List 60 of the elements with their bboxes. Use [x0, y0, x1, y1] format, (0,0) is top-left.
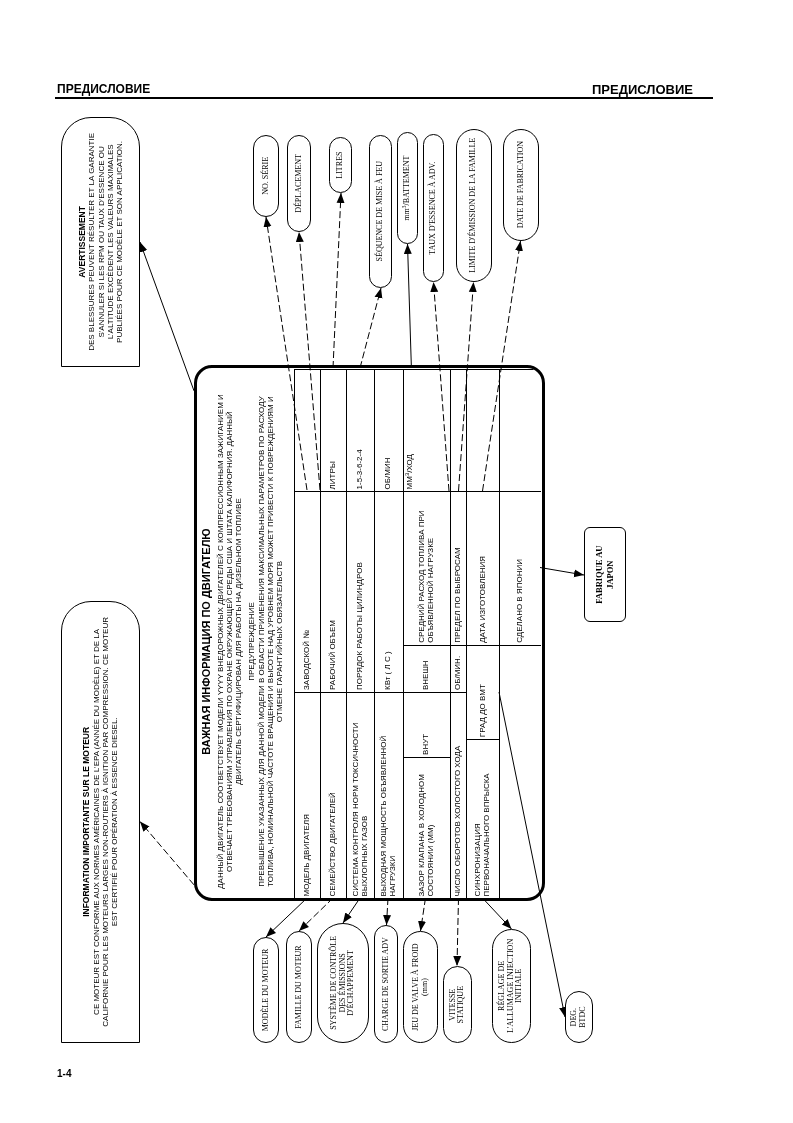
callout-bubble: DÉPLACEMENT: [287, 134, 312, 233]
table-cell: МОДЕЛЬ ДВИГАТЕЛЯ: [294, 692, 320, 897]
callout-bubble: CHARGE DE SORTIE ADV: [373, 925, 399, 1044]
table-cell: КВт ( Л С ): [374, 491, 403, 692]
callout-box: FABRIQUE AU JAPON: [583, 527, 627, 622]
table-cell: ЗАВОДСКОЙ №: [294, 491, 320, 692]
table-cell: СИСТЕМА КОНТРОЛЯ НОРМ ТОКСИЧНОСТИ ВЫХЛОПНЫХ ГАЗОВ: [345, 692, 375, 897]
table-cell: СЕМЕЙСТВО ДВИГАТЕЛЕЙ: [319, 692, 346, 897]
leader-arrow: [139, 821, 195, 886]
callout-bubble: SÉQUENCE DE MISE À FEU: [368, 134, 393, 288]
table-cell: ГРАД ДО ВМТ: [466, 644, 500, 740]
callout-bubble: NO. SÉRIE: [253, 134, 280, 218]
table-cell: РАБОЧИЙ ОБЪЕМ: [319, 491, 346, 692]
table-cell: ВНУТ: [402, 692, 450, 757]
callout-bubble: LITRES: [328, 136, 353, 194]
callout-heading: AVERTISSEMENT: [76, 206, 87, 278]
label-paragraph: ДАННЫЙ ДВИГАТЕЛЬ СООТВЕТСТВУЕТ МОДЕЛИ YYYY ВНЕДОРОЖНЫХ ДВИГАТЕЛЕЙ С КОМПРЕССИОННЫМ ЗАЖИГАНИЕМ И ОТВЕЧАЕТ ТРЕБОВАНИЯМ УПРАВЛЕНИЯ ПО ОХРАНЕ ОКРУЖАЮЩЕЙ СРЕДЫ США И ШТАТА КАЛИФОРНИЯ. ДАННЫЙ ДВИГАТЕЛЬ СЕРТИФИЦИРОВАН ДЛЯ РАБОТЫ НА ДИЗЕЛЬНОМ ТОПЛИВЕ: [216, 393, 244, 890]
warning-heading: ПРЕДУПРЕЖДЕНИЕ: [246, 602, 257, 681]
callout-bubble: DEG. BTDC: [564, 991, 594, 1044]
table-cell: 1-5-3-6-2-4: [345, 369, 375, 492]
callout-bubble: VITESSE STATIQUE: [443, 966, 472, 1044]
label-heading: ВАЖНАЯ ИНФОРМАЦИЯ ПО ДВИГАТЕЛЮ: [200, 528, 214, 755]
callout-text: DES BLESSURES PEUVENT RÉSULTER ET LA GARANTIE S'ANNULER SI LES RPM OU TAUX D'ESSENCE OU L'ALTITUDE EXCÈDENT LES VALEURS MAXIMALES PUBLIÉES POUR CE MODÈLE ET SON APPLICATION.: [87, 131, 125, 353]
page-header: ПРЕДИСЛОВИЕ: [57, 81, 151, 98]
callout-box: [60, 116, 140, 367]
callout-bubble: SYSTÈME DE CONTRÔLE DES ÉMISSIONS D'ÉCHAPPEMENT: [316, 922, 369, 1044]
callout-text: CE MOTEUR EST CONFORME AUX NORMES AMÉRICAINES DE L'EPA (ANNÉE DU MODÈLE) ET DE LA CALIFORNIE POUR LES MOTEURS LARGES NON-ROUTIERS À IGNITION PAR COMPRESSION. CE MOTEUR EST CERTIFIÉ POUR OPÉRATION À ESSENCE DIESEL.: [91, 616, 120, 1029]
warning-text: ПРЕВЫШЕНИЕ УКАЗАННЫХ ДЛЯ ДАННОЙ МОДЕЛИ В ОБЛАСТИ ПРИМЕНЕНИЯ МАКСИМАЛЬНЫХ ПАРАМЕТРОВ ПО РАСХОДУ ТОПЛИВА, НОМИНАЛЬНОЙ ЧАСТОТЕ ВРАЩЕНИЯ И ВЫСОТЕ НАД УРОВНЕМ МОРЯ МОЖЕТ ПРИВЕСТИ К ПОВРЕЖДЕНИЯМ И ОТМЕНЕ ГАРАНТИЙНЫХ ОБЯЗАТЕЛЬСТВ: [256, 395, 285, 889]
leader-arrow: [458, 281, 477, 492]
leader-arrow: [482, 240, 523, 492]
callout-bubble: DATE DE FABRICATION: [503, 128, 539, 241]
table-cell: ОБ/МИН: [374, 369, 403, 492]
table-cell: ЗАЗОР КЛАПАНА В ХОЛОДНОМ СОСТОЯНИИ (ММ): [402, 756, 450, 897]
table-cell: ОБ/МИН.: [449, 644, 467, 692]
callout-bubble: MODÈLE DU MOTEUR: [253, 936, 280, 1044]
callout-bubble: TAUX D'ESSENCE À ADV.: [423, 134, 445, 282]
leader-arrow: [139, 241, 195, 392]
table-cell: СРЕДНИЙ РАСХОД ТОПЛИВА ПРИ ОБЪЯВЛЕННОЙ НАГРУЗКЕ: [402, 491, 450, 645]
table-cell: ДАТА ИЗГОТОВЛЕНИЯ: [466, 491, 500, 645]
table-cell: ЧИСЛО ОБОРОТОВ ХОЛОСТОГО ХОДА: [449, 692, 467, 897]
leader-arrow: [539, 567, 585, 578]
leader-arrow: [430, 281, 450, 492]
table-cell: ВЫХОДНАЯ МОЩНОСТЬ ОБЪЯВЛЕННОЙ НАГРУЗКИ: [374, 692, 403, 897]
callout-bubble: LIMITE D'ÉMISSION DE LA FAMILLE: [456, 128, 492, 282]
callout-box: [60, 600, 140, 1044]
callout-bubble: RÉGLAGE DE L'ALLUMAGE INJECTION INITIALE: [491, 928, 531, 1044]
table-cell: СДЕЛАНО В ЯПОНИИ: [499, 491, 541, 645]
callout-bubble: JEU DE VALVE À FROID (mm): [403, 931, 439, 1044]
page-number: 1-4: [57, 1067, 72, 1081]
callout-heading: INFORMATION IMPORTANTE SUR LE MOTEUR: [81, 726, 92, 917]
table-cell: ВНЕШН: [402, 644, 450, 692]
table-cell: ПОРЯДОК РАБОТЫ ЦИЛИНДРОВ: [345, 491, 375, 692]
engine-label-panel: [194, 364, 545, 902]
table-cell: СИНХРОНИЗАЦИЯ ПЕРВОНАЧАЛЬНОГО ВПРЫСКА: [466, 739, 500, 897]
leader-arrow: [295, 231, 321, 491]
table-cell: ПРЕДЕЛ ПО ВЫБРОСАМ: [449, 491, 467, 645]
table-cell: ЛИТРЫ: [319, 369, 346, 492]
callout-bubble: FAMILLE DU MOTEUR: [286, 931, 313, 1044]
page-header: ПРЕДИСЛОВИЕ: [592, 81, 693, 99]
leader-arrow: [263, 216, 308, 491]
